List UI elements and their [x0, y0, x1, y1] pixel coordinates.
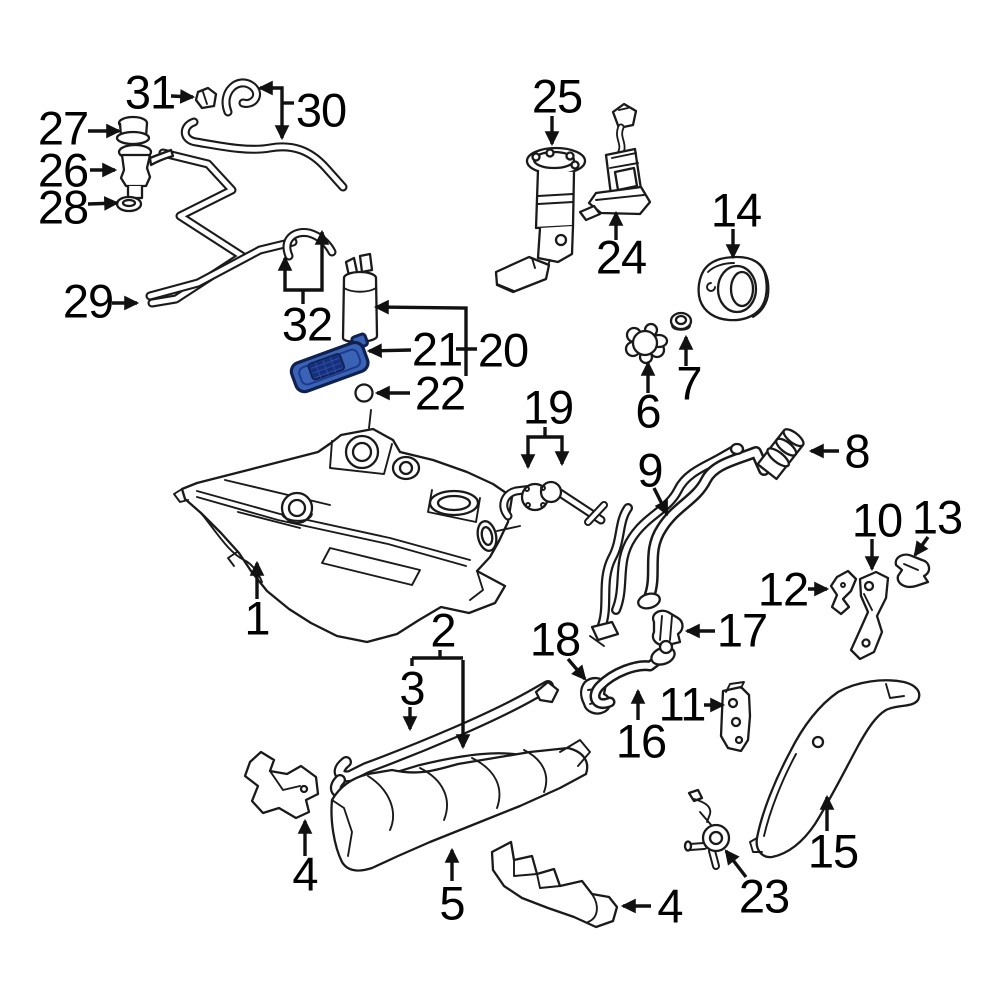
part-fuel-hoses [150, 83, 343, 303]
part-fuel-filter-highlighted [289, 332, 370, 394]
part-clip-13 [894, 553, 931, 588]
part-bracket-12 [829, 569, 858, 616]
part-fuel-cap [624, 322, 669, 365]
part-shield-4-left [243, 750, 320, 820]
part-hose-16 [595, 639, 676, 704]
part-fuel-pump [341, 252, 379, 344]
part-fuel-sender [578, 102, 652, 222]
part-valve-19 [504, 480, 601, 520]
part-fuel-tank [173, 409, 521, 644]
leader-lines [87, 80, 930, 914]
part-bracket-11 [719, 681, 752, 753]
part-filler-housing [697, 255, 770, 322]
part-grommet-22 [354, 383, 374, 403]
part-fuel-pump-module [494, 146, 587, 294]
part-clip-31 [194, 86, 218, 110]
part-bracket-10 [849, 570, 890, 661]
part-filler-neck-8 [756, 428, 805, 481]
part-clamp-17 [651, 609, 684, 647]
part-filler-pipes [588, 442, 764, 647]
part-valve-23 [683, 788, 731, 866]
part-shield-4-right [490, 840, 619, 929]
part-center-shield-5 [330, 739, 591, 872]
part-valve-stack-26-27-28 [115, 115, 175, 213]
part-protector-shield-15 [749, 679, 921, 859]
part-grommet-7 [669, 311, 693, 331]
